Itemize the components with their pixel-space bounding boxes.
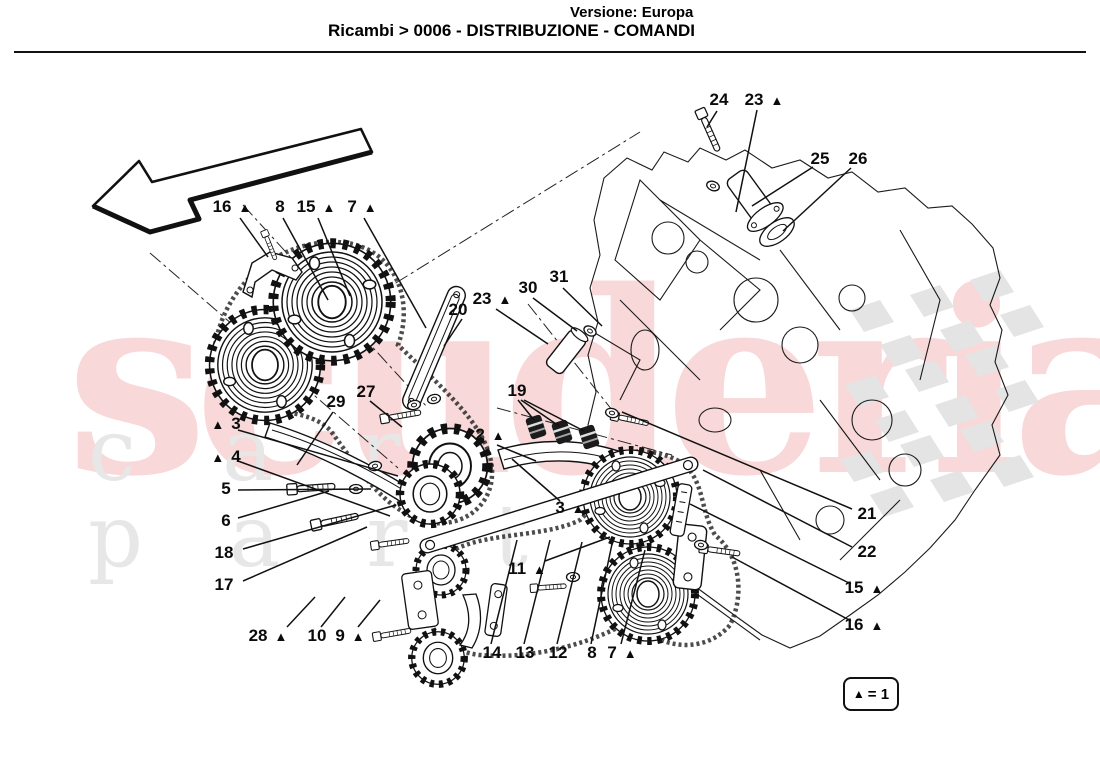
leader-line-14 (490, 539, 518, 645)
leader-line-7 (363, 217, 427, 329)
leader-line-11 (544, 536, 611, 562)
leader-line-6 (237, 490, 330, 519)
leader-line-12 (556, 541, 583, 645)
leader-line-24 (706, 110, 718, 128)
leader-line-23 (735, 109, 758, 213)
leader-line-3 (237, 429, 399, 477)
leader-line-19 (520, 399, 560, 427)
leader-line-15 (317, 217, 351, 297)
leader-line-8 (282, 217, 329, 301)
sensor-bracket (242, 251, 303, 299)
leader-line-19 (523, 399, 585, 432)
leader-line-7 (620, 549, 646, 645)
leader-line-15 (689, 503, 852, 585)
leader-line-5 (237, 488, 372, 491)
legend-box: ▲ = 1 (843, 677, 899, 711)
leader-line-9 (357, 599, 381, 628)
leader-line-13 (523, 539, 551, 645)
phase-sensor-top (704, 169, 795, 247)
idler-sprocket-cluster (400, 429, 488, 685)
sensor-gasket (759, 217, 795, 247)
direction-arrow-icon (91, 127, 374, 235)
leader-line-22 (702, 469, 853, 548)
leader-line-21 (621, 411, 853, 510)
leader-line-27 (369, 400, 403, 428)
version-label: Versione: Europa (570, 4, 694, 21)
leader-line-29 (296, 411, 334, 466)
leader-line-8 (590, 543, 613, 645)
leader-line-3 (511, 458, 561, 502)
tensioner-center (401, 570, 508, 649)
legend-triangle-icon: ▲ (852, 687, 865, 701)
leader-line-16 (731, 556, 852, 622)
phase-sensor-mid (545, 323, 599, 375)
breadcrumb: Ricambi > 0006 - DISTRIBUZIONE - COMANDI (328, 21, 695, 40)
leader-line-17 (242, 526, 368, 582)
leader-line-2 (496, 444, 537, 462)
leader-line-20 (443, 318, 463, 347)
leader-lines (237, 109, 853, 645)
leader-line-25 (751, 166, 814, 207)
chain-guide-rail (402, 285, 466, 411)
header-divider (14, 51, 1086, 53)
leader-line-30 (532, 297, 578, 332)
leader-line-31 (562, 287, 603, 327)
legend-text: = 1 (867, 685, 890, 703)
leader-line-16 (239, 217, 269, 258)
checkered-flag-watermark (840, 270, 1044, 517)
leader-line-28 (286, 596, 316, 628)
leader-line-23 (495, 308, 549, 345)
leader-line-19 (517, 399, 535, 421)
leader-line-10 (320, 596, 346, 628)
leader-line-18 (242, 504, 397, 550)
leader-line-4 (237, 460, 391, 517)
leader-line-26 (782, 167, 852, 232)
